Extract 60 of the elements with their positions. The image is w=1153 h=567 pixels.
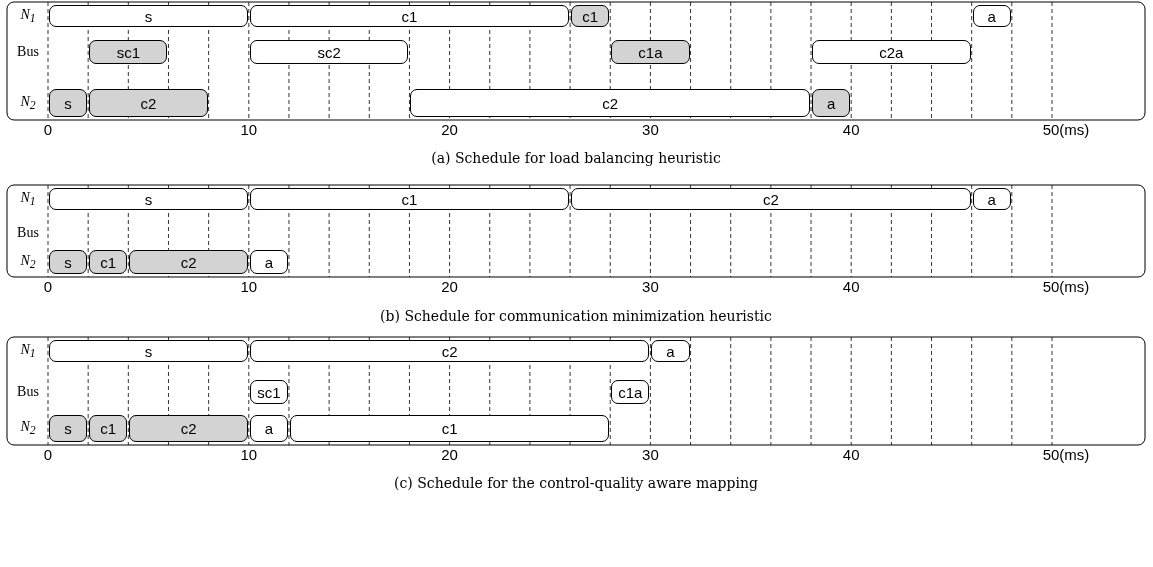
task-bar: c1a [611,380,650,404]
axis-tick-label: 10 [240,278,258,295]
task-bar: sc2 [249,40,409,64]
axis-tick-label: 30 [642,446,659,463]
task-bar: c2 [571,188,971,210]
row-label: N$_{1}$ [20,189,36,209]
task-bar: s [49,250,88,274]
axis-tick-label: 0 [43,121,53,138]
task-bar: s [49,89,88,117]
axis-tick-label: 50(ms) [1042,121,1090,138]
axis-tick-label: 40 [842,446,860,463]
axis-tick-label: 10 [240,446,258,463]
task-bar: s [49,340,248,362]
axis-tick-label: 50(ms) [1042,278,1090,295]
task-bar: a [972,5,1011,27]
task-bar: c2 [249,340,650,362]
axis-tick-label: 40 [842,278,860,295]
row-label: N$_{1}$ [20,341,36,361]
caption: (c) Schedule for the control-quality aware mapping [394,475,758,491]
row-label: N$_{2}$ [20,418,36,438]
task-bar: sc1 [249,380,288,404]
caption: (a) Schedule for load balancing heuristic [431,150,721,166]
task-bar: s [49,188,248,210]
axis-tick-label: 50(ms) [1042,446,1090,463]
task-bar: c1 [249,5,570,27]
task-bar: a [651,340,690,362]
row-label: Bus [17,384,39,400]
axis-tick-label: 30 [642,278,659,295]
task-bar: c2 [89,89,208,117]
axis-tick-label: 20 [441,278,458,295]
task-bar: c2 [129,250,248,274]
row-label: N$_{2}$ [20,93,36,113]
task-bar: c1 [89,415,128,442]
task-bar: c1 [89,250,128,274]
row-label: Bus [17,225,39,241]
caption: (b) Schedule for communication minimization heuristic [380,308,772,324]
axis-tick-label: 20 [441,121,458,138]
task-bar: a [249,250,288,274]
task-bar: c2 [129,415,248,442]
axis-tick-label: 40 [842,121,860,138]
axis-tick-label: 10 [240,121,258,138]
task-bar: a [972,188,1011,210]
task-bar: c2 [410,89,811,117]
task-bar: c2a [812,40,971,64]
task-bar: c1 [571,5,610,27]
task-bar: c1 [289,415,610,442]
task-bar: sc1 [89,40,168,64]
task-bar: c1 [249,188,570,210]
task-bar: a [812,89,851,117]
task-bar: s [49,415,88,442]
axis-tick-label: 0 [43,278,53,295]
task-bar: s [49,5,248,27]
axis-tick-label: 20 [441,446,458,463]
task-bar: a [249,415,288,442]
row-label: N$_{1}$ [20,6,36,26]
task-bar: c1a [611,40,690,64]
axis-tick-label: 0 [43,446,53,463]
axis-tick-label: 30 [642,121,659,138]
row-label: Bus [17,44,39,60]
row-label: N$_{2}$ [20,252,36,272]
